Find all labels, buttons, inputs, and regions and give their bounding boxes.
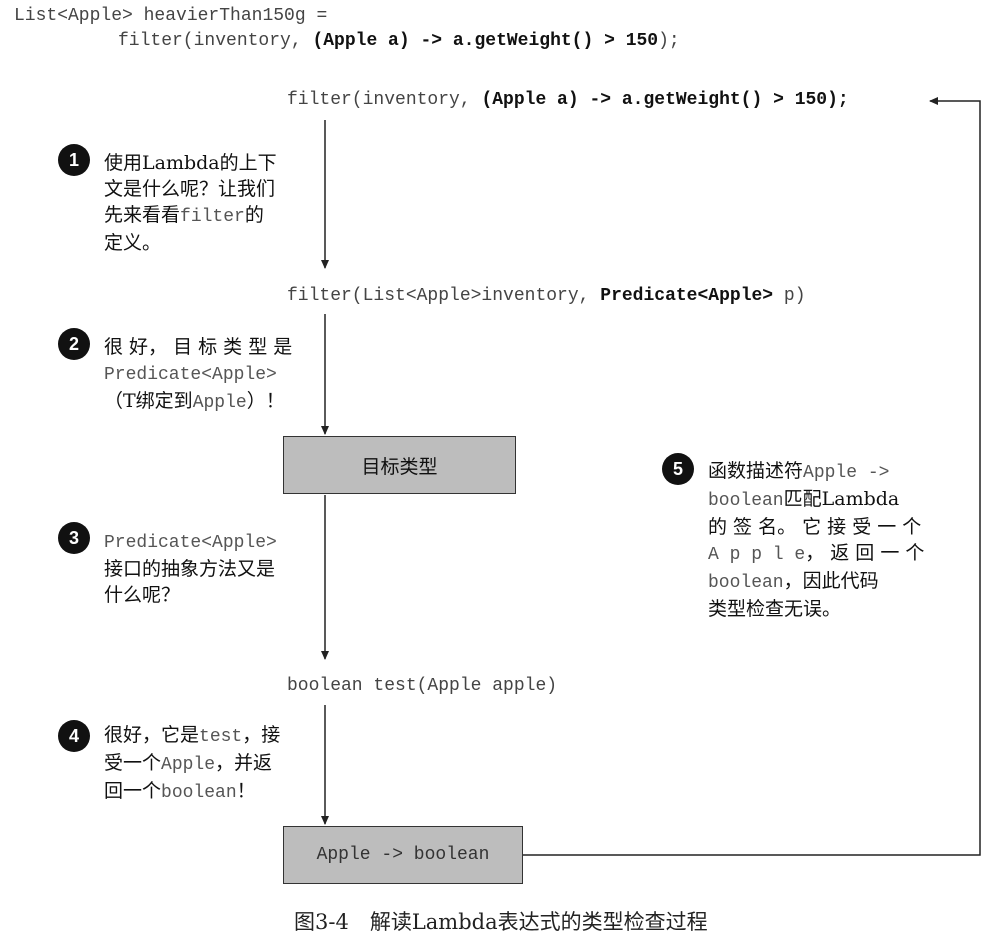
step-2-line: 很 好， 目 标 类 型 是 — [104, 334, 292, 360]
step-2-line: （T绑定到Apple）！ — [104, 388, 292, 416]
text-fragment: 定义。 — [104, 232, 162, 254]
filter-signature-pre: filter(List<Apple>inventory, — [287, 286, 601, 306]
text-fragment: （T绑定到 — [104, 390, 193, 412]
code-fragment: Apple -> — [803, 463, 890, 483]
text-fragment: 的 — [244, 204, 264, 226]
text-fragment: 很好，它是 — [104, 724, 200, 746]
step-4-note: 很好，它是test，接受一个Apple，并返回一个boolean！ — [104, 722, 280, 806]
function-descriptor-box: Apple -> boolean — [283, 826, 523, 884]
text-fragment: ，因此代码 — [783, 570, 879, 592]
text-fragment: ， 返 回 一 个 — [805, 542, 925, 564]
text-fragment: 的 签 名。 它 接 受 一 个 — [708, 516, 922, 538]
filter-signature: filter(List<Apple>inventory, Predicate<A… — [287, 286, 806, 306]
text-fragment: 回一个 — [104, 780, 162, 802]
arrow-descriptor-back-to-expression — [523, 97, 981, 856]
text-fragment: 类型检查无误。 — [708, 598, 842, 620]
text-fragment: 接口的抽象方法又是 — [104, 558, 276, 580]
step-4-line: 回一个boolean！ — [104, 778, 280, 806]
code-fragment: Apple — [161, 755, 216, 775]
text-fragment: 文是什么呢？让我们 — [104, 178, 276, 200]
step-3-line: Predicate<Apple> — [104, 528, 277, 556]
step-5-line: 类型检查无误。 — [708, 596, 924, 622]
figure-caption: 图3-4 解读Lambda表达式的类型检查过程 — [294, 910, 708, 934]
step-1-line: 定义。 — [104, 230, 277, 256]
target-type-label: 目标类型 — [361, 455, 438, 478]
text-fragment: 先来看看 — [104, 204, 181, 226]
filter-signature-post: p) — [773, 286, 806, 306]
function-descriptor-label: Apple -> boolean — [316, 845, 490, 865]
code-fragment: test — [199, 727, 243, 747]
step-5-line: A p p l e， 返 回 一 个 — [708, 540, 924, 568]
code-fragment: boolean — [708, 573, 784, 593]
code-fragment: boolean — [161, 783, 237, 803]
top-code-post: ); — [658, 31, 680, 51]
code-fragment: boolean — [708, 491, 784, 511]
text-fragment: 函数描述符 — [708, 460, 804, 482]
test-method-signature: boolean test(Apple apple) — [287, 676, 558, 696]
code-fragment: Predicate<Apple> — [104, 365, 277, 385]
code-fragment: Apple — [192, 393, 247, 413]
top-code-pre: filter(inventory, — [118, 31, 313, 51]
step-2-note: 很 好， 目 标 类 型 是 Predicate<Apple> （T绑定到Apple… — [104, 334, 292, 416]
step-4-line: 受一个Apple，并返 — [104, 750, 280, 778]
text-fragment: 受一个 — [104, 752, 162, 774]
text-fragment: ！ — [236, 780, 256, 802]
step-1-line: 使用Lambda的上下 — [104, 150, 277, 176]
step-5-badge: 5 — [662, 453, 694, 485]
target-type-box: 目标类型 — [283, 436, 516, 494]
step-1-badge: 1 — [58, 144, 90, 176]
top-code-lambda: (Apple a) -> a.getWeight() > 150 — [312, 31, 659, 51]
step-1-note: 使用Lambda的上下文是什么呢？让我们先来看看filter的定义。 — [104, 150, 277, 256]
top-code-line-1: List<Apple> heavierThan150g = — [14, 6, 328, 26]
text-fragment: ，并返 — [215, 752, 273, 774]
text-fragment: ，接 — [242, 724, 281, 746]
step-5-line: boolean，因此代码 — [708, 568, 924, 596]
text-fragment: 使用Lambda的上下 — [104, 152, 277, 174]
flow-lambda-bold: (Apple a) -> a.getWeight() > 150); — [481, 90, 849, 110]
step-3-line: 接口的抽象方法又是 — [104, 556, 277, 582]
step-4-line: 很好，它是test，接 — [104, 722, 280, 750]
text-fragment: 很 好， 目 标 类 型 是 — [104, 336, 293, 358]
text-fragment: 匹配Lambda — [783, 488, 900, 510]
step-2-line: Predicate<Apple> — [104, 360, 292, 388]
text-fragment: ）！ — [246, 390, 285, 412]
step-5-line: 函数描述符Apple -> — [708, 458, 924, 486]
code-fragment: filter — [180, 207, 245, 227]
step-1-line: 文是什么呢？让我们 — [104, 176, 277, 202]
step-3-line: 什么呢？ — [104, 582, 277, 608]
step-1-line: 先来看看filter的 — [104, 202, 277, 230]
step-3-note: Predicate<Apple> 接口的抽象方法又是什么呢？ — [104, 528, 277, 608]
flow-lambda-expression: filter(inventory, (Apple a) -> a.getWeig… — [287, 90, 849, 110]
filter-signature-predicate: Predicate<Apple> — [600, 286, 774, 306]
flow-lambda-pre: filter(inventory, — [287, 90, 482, 110]
step-3-badge: 3 — [58, 522, 90, 554]
code-fragment: Predicate<Apple> — [104, 533, 277, 553]
step-2-badge: 2 — [58, 328, 90, 360]
step-5-line: boolean匹配Lambda — [708, 486, 924, 514]
step-5-line: 的 签 名。 它 接 受 一 个 — [708, 514, 924, 540]
step-4-badge: 4 — [58, 720, 90, 752]
top-code-line-2: filter(inventory, (Apple a) -> a.getWeig… — [118, 31, 680, 51]
text-fragment: 什么呢？ — [104, 584, 181, 606]
code-fragment: A p p l e — [708, 545, 806, 565]
